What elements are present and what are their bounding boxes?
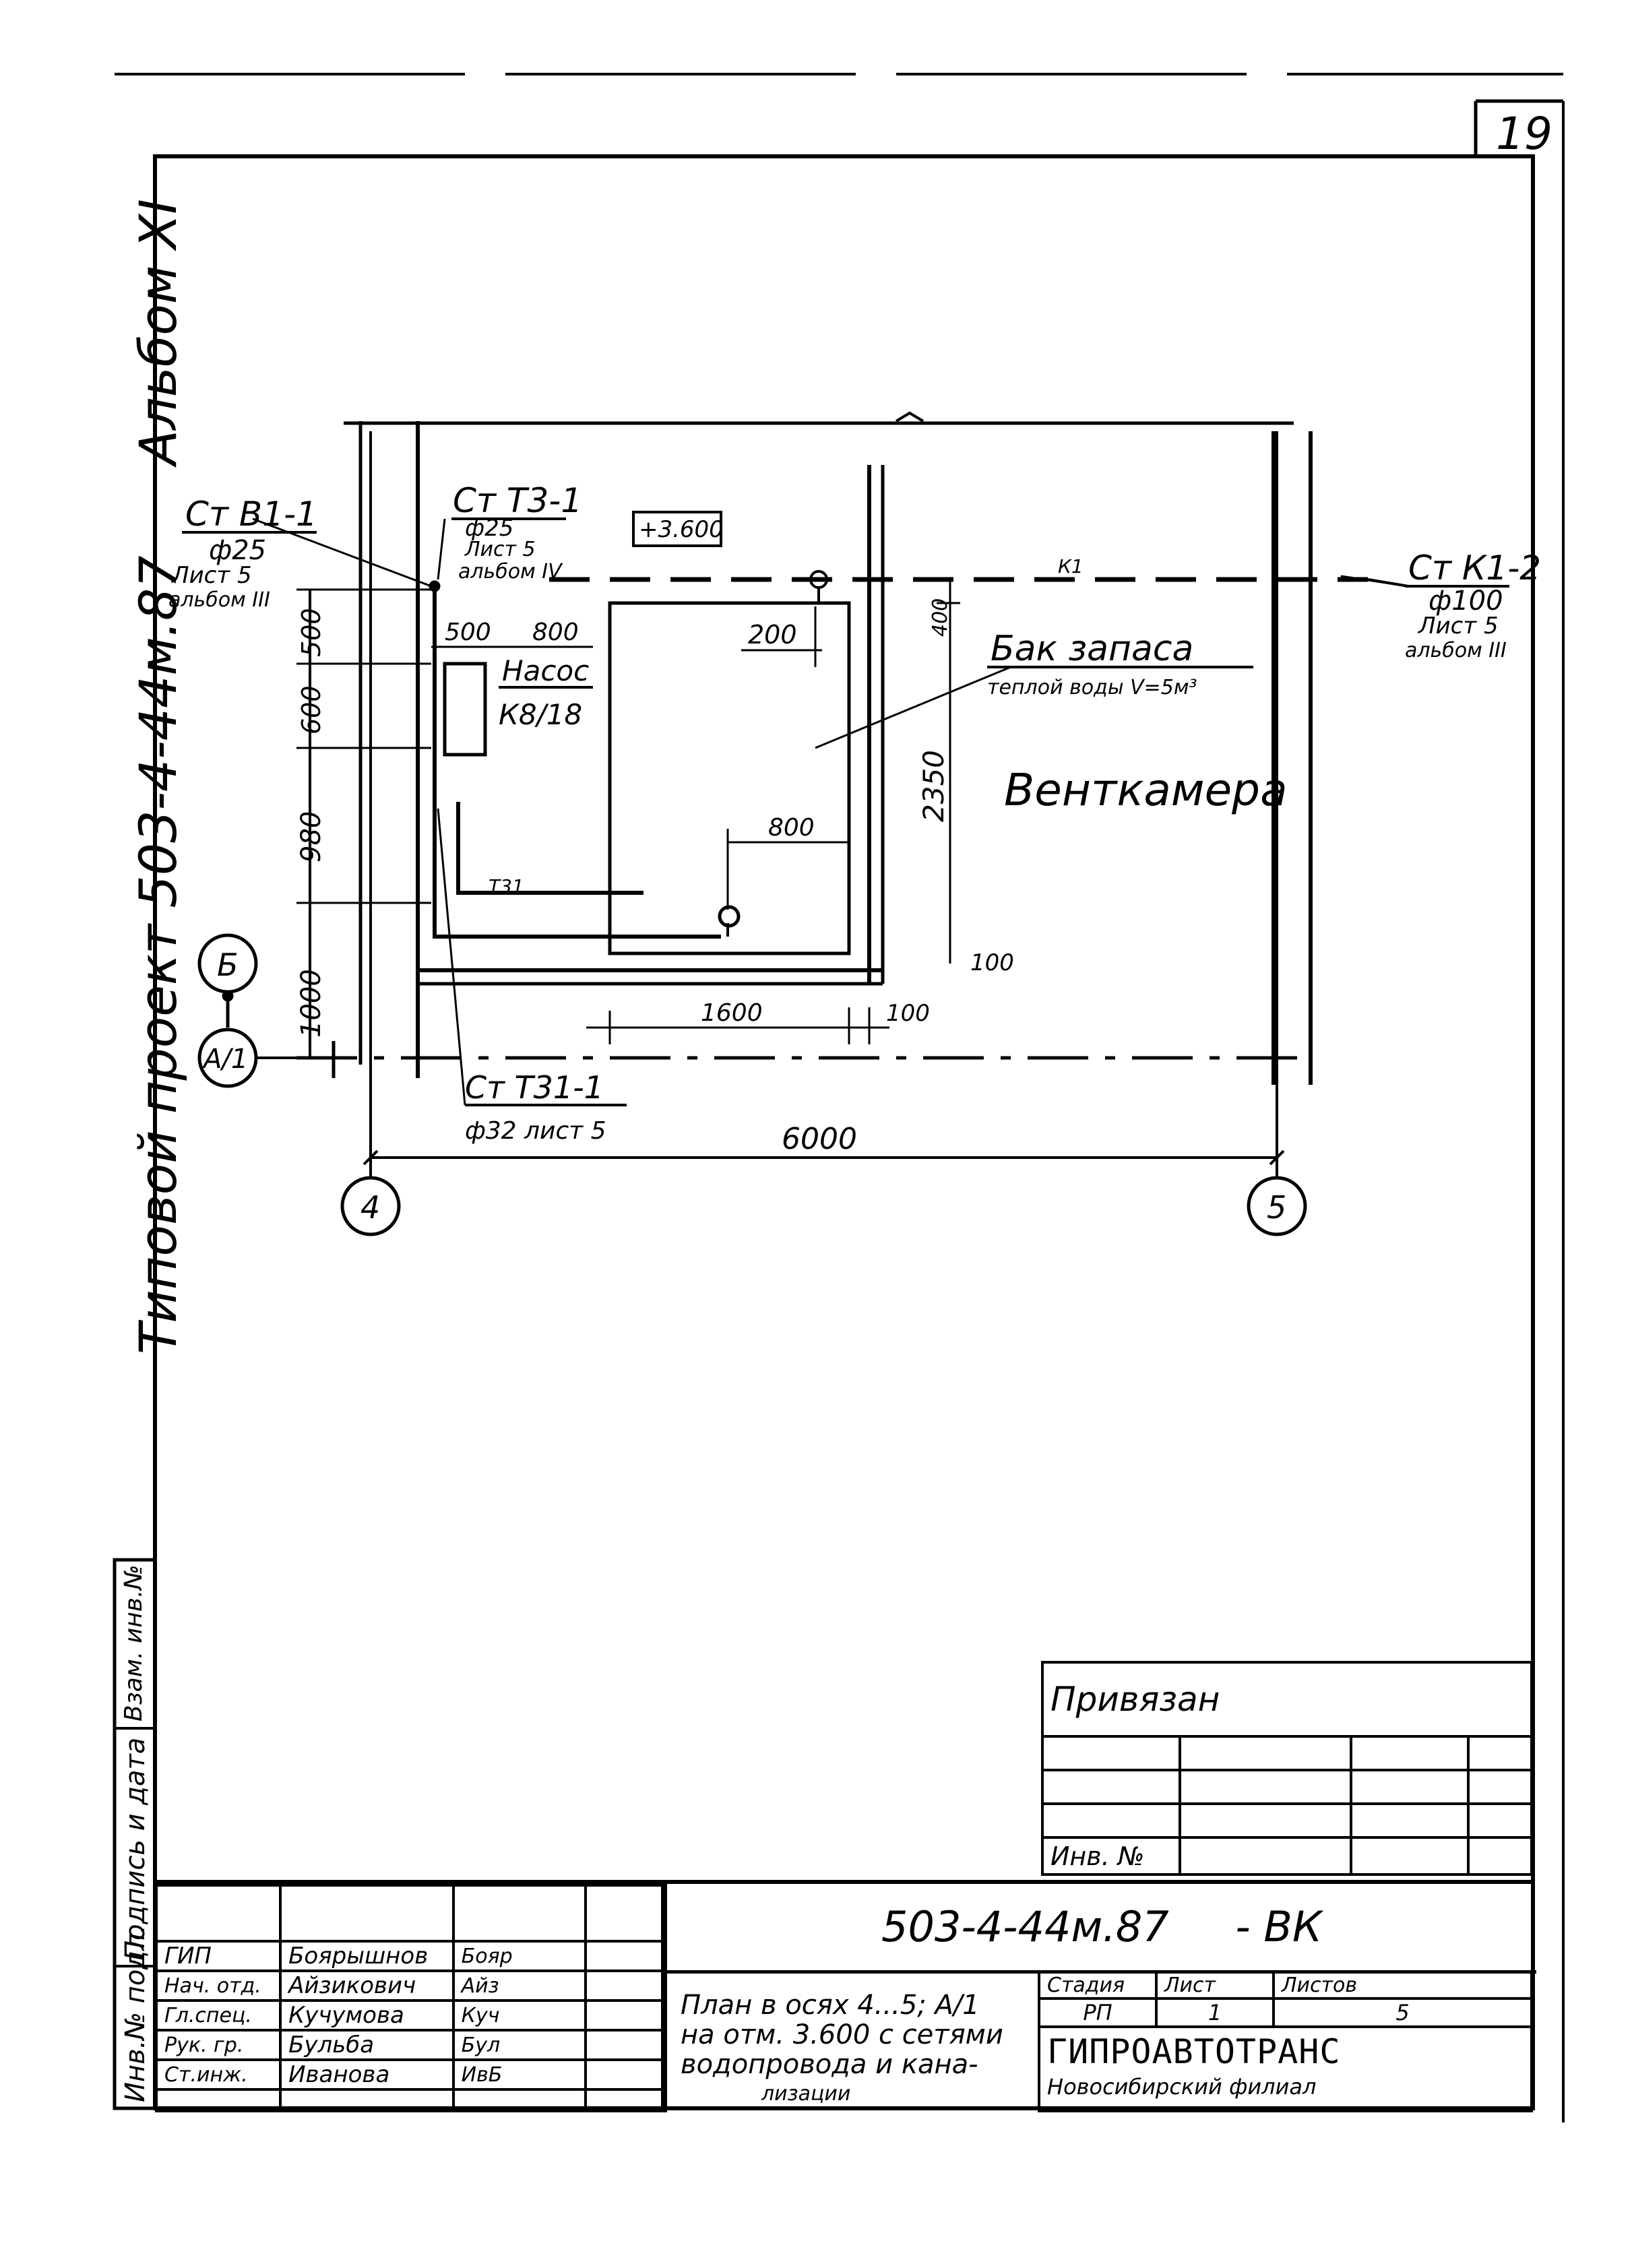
- sheet-value: 1: [1155, 1997, 1275, 2028]
- organization-name: ГИПРОАВТОТРАНС: [1047, 2032, 1341, 2071]
- description-line-4: лизации: [761, 2082, 851, 2106]
- binding-block: Привязан Инв. №: [1041, 1661, 1533, 1876]
- riser-t3-sheet: Лист 5: [464, 538, 536, 561]
- sheets-value: 5: [1272, 1997, 1533, 2028]
- name-head-dept: Айзикович: [279, 1970, 455, 2002]
- riser-t3-dia: ф25: [465, 515, 513, 542]
- description-line-2: на отм. 3.600 с сетями: [681, 2019, 1003, 2050]
- name-group-lead: Бульба: [279, 2029, 455, 2061]
- pump-label: Насос: [502, 654, 589, 687]
- room-label: Венткамера: [1004, 764, 1288, 816]
- tank: [608, 601, 851, 955]
- pipe-k1-label: К1: [1058, 555, 1084, 577]
- organization-branch: Новосибирский филиал: [1047, 2074, 1317, 2100]
- dim-1000: 1000: [296, 969, 327, 1038]
- pump-model: К8/18: [499, 698, 582, 731]
- dim-800-top: 800: [532, 619, 579, 646]
- axis-5-label: 5: [1267, 1189, 1286, 1226]
- description-line-3: водопровода и кана-: [681, 2049, 978, 2080]
- axis-bubble-a1: [197, 1028, 258, 1088]
- sign-gip: Бояр: [451, 1940, 587, 1972]
- riser-v1-album: альбом III: [168, 588, 270, 612]
- axis-4-label: 4: [360, 1189, 380, 1226]
- riser-t3-album: альбом IV: [458, 560, 563, 584]
- riser-t31-name: Ст Т31-1: [465, 1069, 604, 1106]
- dim-800-mid: 800: [768, 814, 815, 842]
- dim-2350: 2350: [917, 750, 950, 822]
- riser-t31-dia: ф32 лист 5: [465, 1117, 606, 1145]
- role-head-dept: Нач. отд.: [154, 1970, 282, 2002]
- axis-a1-label: А/1: [201, 1044, 248, 1075]
- role-senior-eng: Ст.инж.: [154, 2058, 282, 2091]
- dim-1600: 1600: [701, 999, 763, 1027]
- role-group-lead: Рук. гр.: [154, 2029, 282, 2061]
- tank-sub: теплой воды V=5м³: [987, 676, 1197, 699]
- title-block: ГИП Боярышнов Бояр Нач. отд. Айзикович А…: [154, 1880, 1536, 2112]
- stage-value: РП: [1038, 1997, 1158, 2028]
- riser-k1-sheet: Лист 5: [1417, 612, 1499, 639]
- pipe-t31-label: Т31: [489, 875, 524, 897]
- binding-title: Привязан: [1041, 1661, 1533, 1738]
- sheets-header: Листов: [1272, 1970, 1533, 2000]
- riser-k1-album: альбом III: [1405, 639, 1507, 662]
- axis-b-label: Б: [217, 947, 239, 983]
- riser-t3-name: Ст Т3-1: [453, 481, 582, 520]
- riser-k1-name: Ст К1-2: [1408, 548, 1541, 588]
- level-mark: +3.600: [639, 516, 724, 543]
- sheet-header: Лист: [1155, 1970, 1275, 2000]
- name-gip: Боярышнов: [279, 1940, 455, 1972]
- name-senior-eng: Иванова: [279, 2058, 455, 2091]
- dim-100-bottom: 100: [886, 1000, 930, 1027]
- sign-senior-eng: ИвБ: [451, 2058, 587, 2091]
- description-line-1: План в осях 4...5; А/1: [681, 1990, 980, 2021]
- riser-v1-dia: ф25: [209, 535, 266, 566]
- stage-table: Стадия Лист Листов РП 1 5 ГИПРОАВТОТРАНС…: [1038, 1970, 1533, 2112]
- document-code: 503-4-44м.87 - ВК: [664, 1884, 1536, 1974]
- tank-label: Бак запаса: [991, 629, 1193, 669]
- dim-100-right: 100: [970, 949, 1014, 976]
- dim-500-top: 500: [445, 619, 491, 646]
- stage-header: Стадия: [1038, 1970, 1158, 2000]
- axis-bubble-5: [1247, 1176, 1307, 1236]
- dim-6000: 6000: [782, 1122, 857, 1156]
- signature-table: ГИП Боярышнов Бояр Нач. отд. Айзикович А…: [154, 1884, 664, 2112]
- sign-group-lead: Бул: [451, 2029, 587, 2061]
- riser-k1-dia: ф100: [1429, 586, 1503, 617]
- riser-v1-sheet: Лист 5: [170, 562, 252, 589]
- pipe-t31-1: [433, 586, 721, 939]
- sheet-number: 19: [1496, 108, 1552, 160]
- axis-bubble-b: [197, 933, 258, 994]
- sign-chief-spec: Куч: [451, 1999, 587, 2031]
- inv-number-label: Инв. №: [1041, 1836, 1181, 1876]
- pump: [443, 662, 487, 757]
- dim-980: 980: [296, 811, 327, 862]
- dim-200: 200: [748, 620, 797, 650]
- dim-400: 400: [929, 598, 952, 637]
- name-chief-spec: Кучумова: [279, 1999, 455, 2031]
- riser-v1-name: Ст В1-1: [185, 495, 317, 534]
- role-gip: ГИП: [154, 1940, 282, 1972]
- sheet-description: План в осях 4...5; А/1 на отм. 3.600 с с…: [664, 1970, 1038, 2112]
- role-chief-spec: Гл.спец.: [154, 1999, 282, 2031]
- axis-bubble-4: [340, 1176, 401, 1236]
- sign-head-dept: Айз: [451, 1970, 587, 2002]
- dim-600-left: 600: [296, 685, 326, 734]
- dim-500-left: 500: [296, 608, 326, 657]
